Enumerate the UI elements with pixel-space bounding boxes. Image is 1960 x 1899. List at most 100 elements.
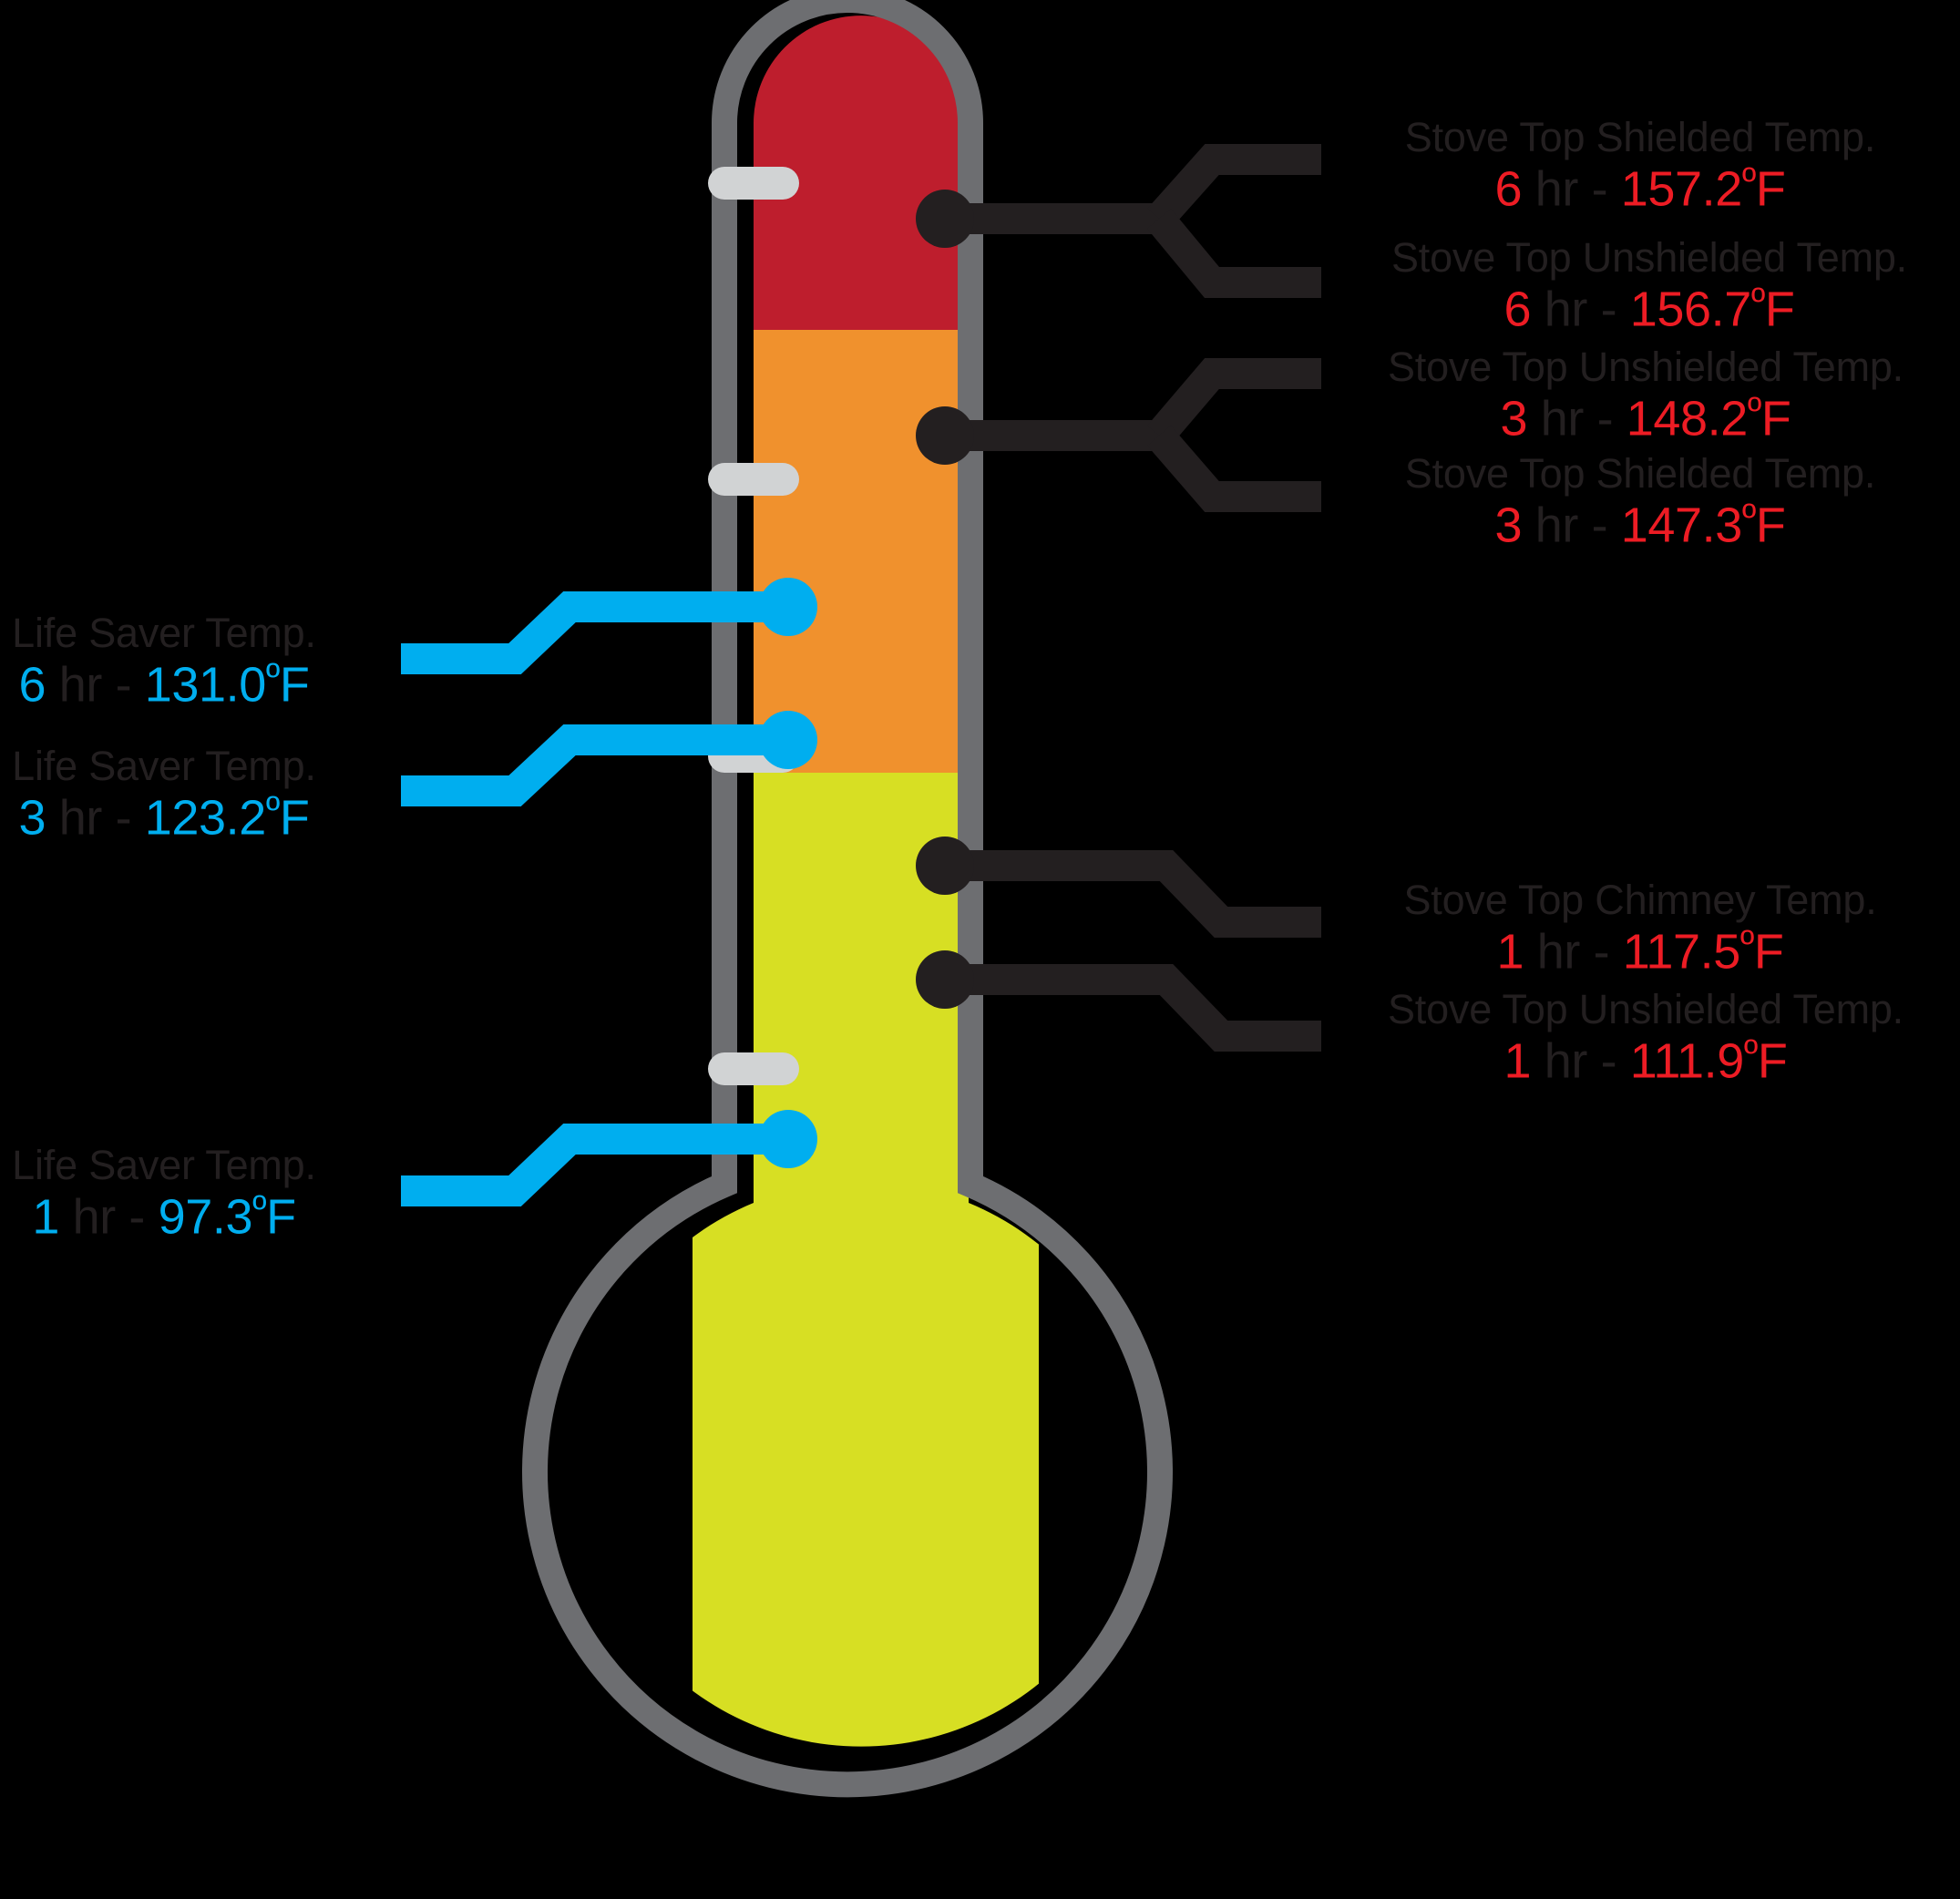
- value-hr-unit: hr: [72, 1189, 117, 1245]
- value-scale: F: [1753, 924, 1784, 980]
- value-dash: -: [1591, 498, 1608, 553]
- label-life-saver-3hr: Life Saver Temp. 3 hr - 123.2ºF: [0, 743, 334, 846]
- marker-dot: [916, 950, 974, 1009]
- value-scale: F: [1764, 282, 1795, 337]
- value-dash: -: [128, 1189, 145, 1245]
- value-dash: -: [1596, 391, 1614, 447]
- value-hr-unit: hr: [1534, 498, 1579, 553]
- label-stove-top-unshielded-6hr: Stove Top Unshielded Temp. 6 hr - 156.7º…: [1339, 234, 1959, 337]
- marker-dot: [916, 190, 974, 248]
- value-degree: º: [1750, 279, 1765, 323]
- value-hr-unit: hr: [58, 790, 103, 846]
- label-title: Life Saver Temp.: [12, 743, 316, 789]
- value-temp: 97.3: [158, 1189, 253, 1245]
- marker-dot: [916, 837, 974, 895]
- value-degree: º: [1739, 921, 1754, 965]
- label-value: 3 hr - 147.3ºF: [1339, 495, 1941, 553]
- label-value: 1 hr - 97.3ºF: [0, 1186, 334, 1245]
- thermometer-outline: [522, 0, 1173, 1798]
- left-connector-dots: [759, 578, 817, 1168]
- label-title: Stove Top Unshielded Temp.: [1387, 986, 1904, 1032]
- value-hours: 3: [18, 790, 46, 846]
- label-stove-top-shielded-6hr: Stove Top Shielded Temp. 6 hr - 157.2ºF: [1339, 114, 1941, 217]
- value-temp: 123.2: [144, 790, 267, 846]
- value-temp: 148.2: [1626, 391, 1749, 447]
- value-scale: F: [266, 1189, 296, 1245]
- value-dash: -: [1593, 924, 1610, 980]
- right-connector-dots: [916, 190, 974, 1009]
- value-hours: 1: [1503, 1033, 1532, 1089]
- connector-step: [945, 964, 1321, 1052]
- label-value: 6 hr - 131.0ºF: [0, 654, 334, 713]
- value-hours: 1: [1496, 924, 1524, 980]
- label-value: 3 hr - 123.2ºF: [0, 787, 334, 846]
- label-title: Life Saver Temp.: [12, 1142, 316, 1188]
- marker-dot: [759, 711, 817, 769]
- zone-warm: [693, 330, 1039, 773]
- value-dash: -: [115, 790, 132, 846]
- thermometer-liquid: [693, 15, 1039, 1747]
- value-hours: 6: [1503, 282, 1532, 337]
- connector-step: [401, 1124, 788, 1206]
- connector-step: [945, 850, 1321, 938]
- marker-dot: [759, 578, 817, 636]
- label-title: Stove Top Unshielded Temp.: [1387, 344, 1904, 390]
- value-hr-unit: hr: [58, 657, 103, 713]
- value-hours: 3: [1500, 391, 1528, 447]
- connector-branch-down: [1146, 209, 1321, 298]
- label-life-saver-6hr: Life Saver Temp. 6 hr - 131.0ºF: [0, 610, 334, 713]
- value-degree: º: [1741, 159, 1756, 202]
- value-hr-unit: hr: [1540, 391, 1585, 447]
- value-hr-unit: hr: [1544, 1033, 1588, 1089]
- label-value: 6 hr - 157.2ºF: [1339, 159, 1941, 217]
- label-value: 6 hr - 156.7ºF: [1339, 279, 1959, 337]
- value-dash: -: [1600, 1033, 1617, 1089]
- value-scale: F: [1755, 498, 1786, 553]
- value-degree: º: [265, 787, 280, 831]
- value-dash: -: [1591, 161, 1608, 217]
- connector-branch-up: [1147, 358, 1321, 447]
- value-degree: º: [265, 654, 280, 698]
- value-dash: -: [1600, 282, 1617, 337]
- value-dash: -: [115, 657, 132, 713]
- value-temp: 147.3: [1620, 498, 1743, 553]
- value-temp: 117.5: [1622, 924, 1741, 980]
- value-temp: 131.0: [144, 657, 267, 713]
- value-hours: 6: [1494, 161, 1523, 217]
- label-stove-top-chimney-1hr: Stove Top Chimney Temp. 1 hr - 117.5ºF: [1339, 877, 1941, 980]
- label-title: Stove Top Chimney Temp.: [1403, 877, 1877, 923]
- label-stove-top-shielded-3hr: Stove Top Shielded Temp. 3 hr - 147.3ºF: [1339, 452, 1941, 553]
- label-title: Stove Top Unshielded Temp.: [1390, 234, 1907, 281]
- value-hours: 3: [1494, 498, 1523, 553]
- left-connectors: [401, 591, 788, 1206]
- label-stove-top-unshielded-3hr: Stove Top Unshielded Temp. 3 hr - 148.2º…: [1336, 344, 1955, 447]
- value-degree: º: [1741, 495, 1756, 539]
- connector-step: [401, 591, 788, 674]
- value-temp: 111.9: [1629, 1033, 1745, 1089]
- value-degree: º: [1743, 1031, 1758, 1074]
- connector-step: [401, 724, 788, 806]
- value-hr-unit: hr: [1534, 161, 1579, 217]
- label-value: 3 hr - 148.2ºF: [1336, 388, 1955, 447]
- label-value: 1 hr - 117.5ºF: [1339, 921, 1941, 980]
- value-hr-unit: hr: [1544, 282, 1588, 337]
- value-temp: 157.2: [1620, 161, 1743, 217]
- value-scale: F: [1760, 391, 1791, 447]
- label-title: Life Saver Temp.: [12, 610, 316, 656]
- right-connectors: [945, 144, 1321, 1052]
- value-hours: 1: [32, 1189, 59, 1245]
- marker-dot: [916, 406, 974, 465]
- label-title: Stove Top Shielded Temp.: [1404, 114, 1876, 160]
- value-temp: 156.7: [1629, 282, 1752, 337]
- label-value: 1 hr - 111.9ºF: [1336, 1031, 1955, 1089]
- value-degree: º: [1747, 388, 1761, 432]
- label-life-saver-1hr: Life Saver Temp. 1 hr - 97.3ºF: [0, 1142, 334, 1245]
- value-scale: F: [1755, 161, 1786, 217]
- connector-branch-down: [1147, 425, 1321, 512]
- value-scale: F: [279, 790, 310, 846]
- value-scale: F: [279, 657, 310, 713]
- value-degree: º: [252, 1186, 267, 1230]
- zone-cool: [693, 773, 1039, 1747]
